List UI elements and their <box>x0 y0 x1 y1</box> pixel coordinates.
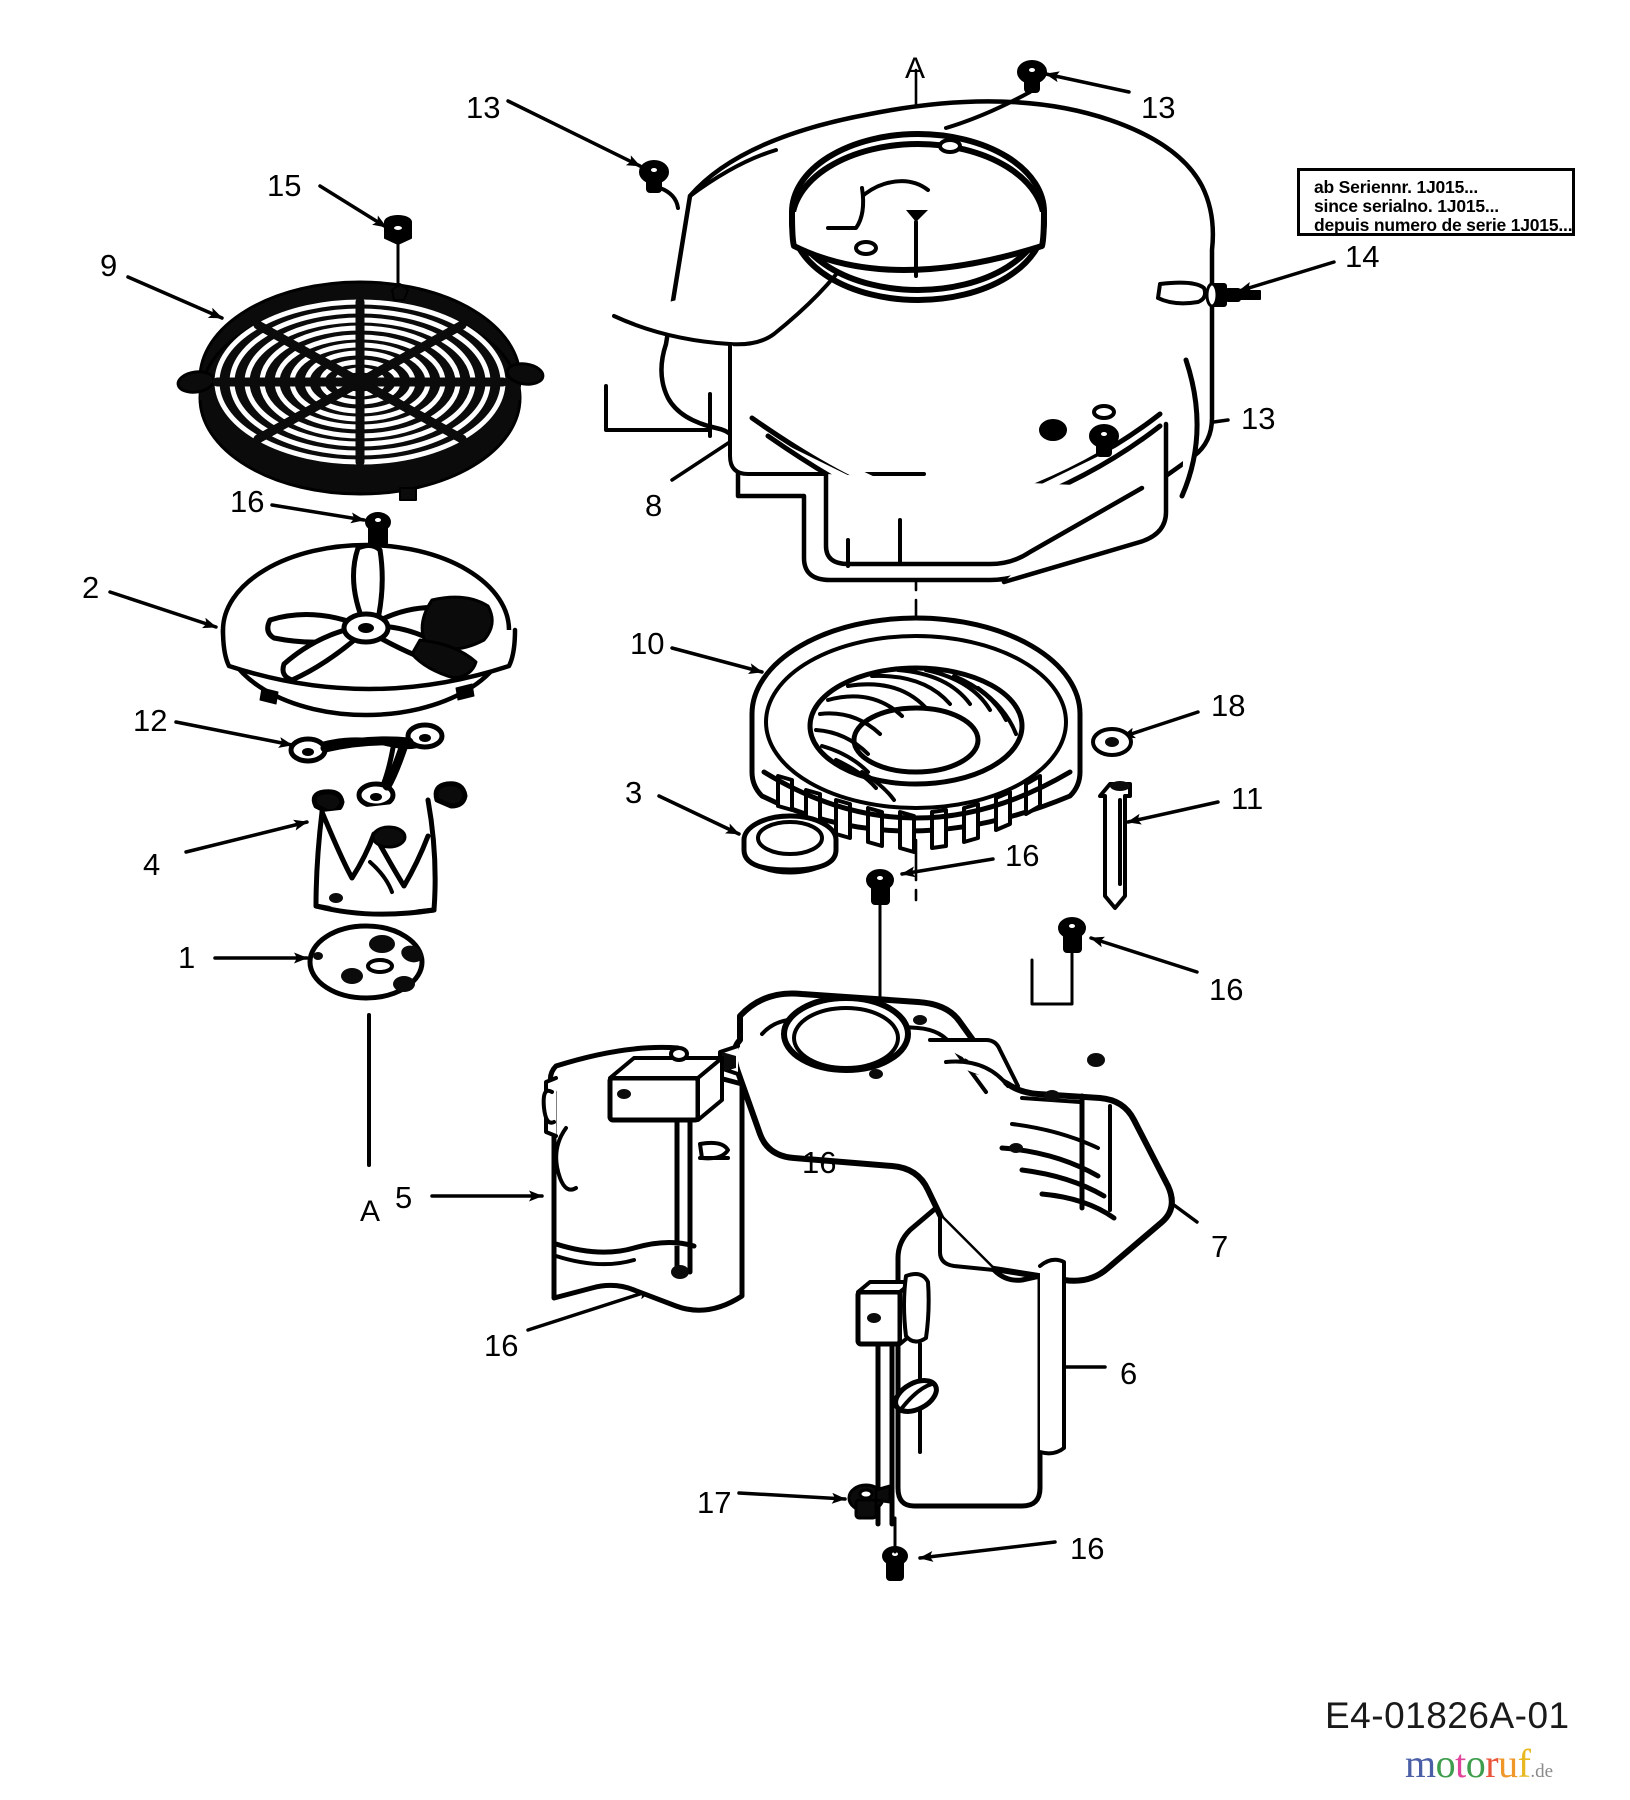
part-16-bolt-c <box>1030 917 1086 1006</box>
callout-7: 7 <box>1211 1229 1229 1264</box>
part-7-mount-plate <box>718 990 1175 1284</box>
part-3-ring <box>741 813 839 875</box>
part-16-bolt-f <box>882 1516 908 1581</box>
callout-4: 4 <box>143 847 161 882</box>
part-2-starter-cup <box>220 542 518 718</box>
watermark-letter: o <box>1435 1741 1456 1786</box>
note-line-de: ab Seriennr. 1J015... <box>1314 177 1479 197</box>
section-letter-a: A <box>360 1195 381 1228</box>
note-line-fr: depuis numero de serie 1J015... <box>1314 215 1573 235</box>
part-13-rivet-3 <box>1039 419 1119 457</box>
callout-6: 6 <box>1120 1356 1138 1391</box>
section-letter-a: A <box>905 52 926 85</box>
part-1-disc <box>307 923 425 1001</box>
callout-9: 9 <box>100 248 118 283</box>
motoruf-watermark: motoruf.de <box>1405 1744 1553 1784</box>
callout-16: 16 <box>1209 972 1244 1007</box>
callout-16: 16 <box>1005 838 1040 873</box>
serial-number-note-box: ab Seriennr. 1J015... since serialno. 1J… <box>1297 168 1575 236</box>
callout-5: 5 <box>395 1180 413 1215</box>
part-6-lower-baffle <box>855 1205 1066 1527</box>
callout-15: 15 <box>267 168 302 203</box>
part-5-baffle <box>541 1044 745 1313</box>
callout-12: 12 <box>133 703 168 738</box>
callout-16: 16 <box>802 1145 837 1180</box>
callout-16: 16 <box>484 1328 519 1363</box>
part-9-fan-screen <box>176 280 545 501</box>
watermark-letter: m <box>1405 1741 1436 1786</box>
watermark-letter: o <box>1465 1741 1486 1786</box>
part-13-rivet-2 <box>944 60 1047 130</box>
part-15-nut <box>384 215 412 288</box>
callout-8: 8 <box>645 488 663 523</box>
part-17-grommet <box>847 1483 892 1520</box>
part-12-bracket <box>288 722 445 809</box>
part-18-washer <box>1091 727 1133 757</box>
part-14-stud <box>1205 282 1261 308</box>
diagram-code: E4-01826A-01 <box>1325 1695 1570 1736</box>
callout-1: 1 <box>178 940 196 975</box>
watermark-suffix: .de <box>1530 1761 1554 1782</box>
callout-3: 3 <box>625 775 643 810</box>
watermark-letter: f <box>1517 1741 1531 1786</box>
callout-2: 2 <box>82 570 100 605</box>
watermark-letter: r <box>1485 1741 1499 1786</box>
callout-16: 16 <box>1070 1531 1105 1566</box>
part-4-pawl-bracket <box>311 781 468 917</box>
part-11-shaft <box>1098 781 1132 910</box>
callout-13: 13 <box>1141 90 1176 125</box>
callout-14: 14 <box>1345 239 1380 274</box>
part-13-rivet-1 <box>639 160 680 210</box>
watermark-letter: u <box>1498 1741 1518 1786</box>
part-10-flywheel <box>749 615 1083 854</box>
part-8-blower-housing <box>604 99 1216 585</box>
callout-13: 13 <box>1241 401 1276 436</box>
callout-18: 18 <box>1211 688 1246 723</box>
watermark-letter: t <box>1455 1741 1466 1786</box>
callout-16: 16 <box>230 484 265 519</box>
callout-11: 11 <box>1231 781 1264 816</box>
note-line-en: since serialno. 1J015... <box>1314 196 1499 216</box>
callout-13: 13 <box>466 90 501 125</box>
callout-17: 17 <box>697 1485 732 1520</box>
callout-10: 10 <box>630 626 665 661</box>
